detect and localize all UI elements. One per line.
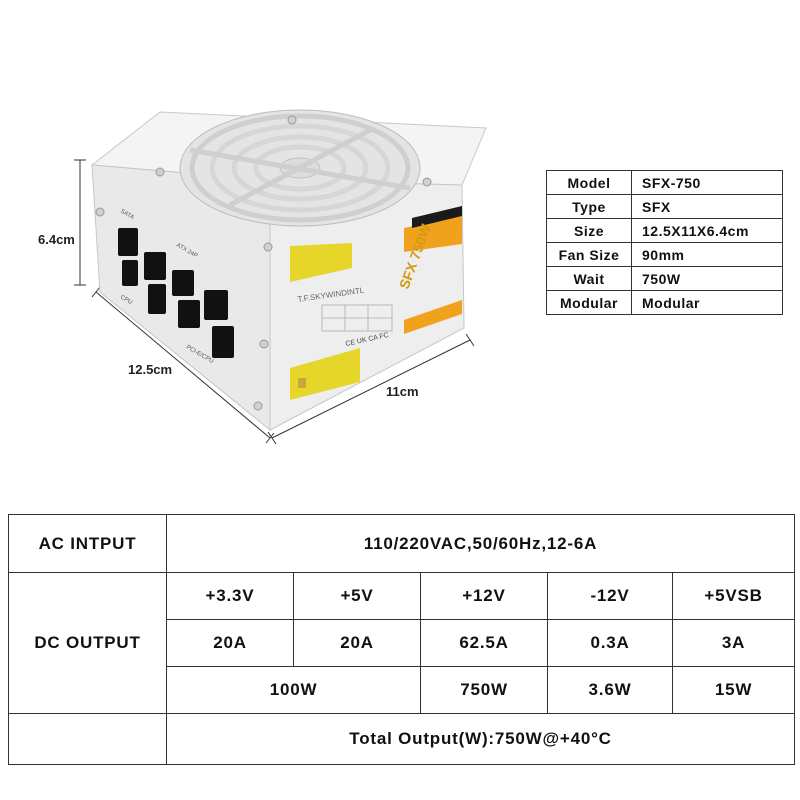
power-neg12v: 3.6W xyxy=(547,666,673,714)
rail-3v3: +3.3V xyxy=(166,572,294,620)
dimension-lines xyxy=(74,159,475,445)
label-stripe-black xyxy=(412,206,462,228)
rail-5v: +5V xyxy=(293,572,421,620)
total-output-spacer xyxy=(8,713,167,765)
ac-input-label: AC INTPUT xyxy=(8,514,167,573)
spec-key: Wait xyxy=(546,266,632,291)
spec-row-modular: Modular Modular xyxy=(546,290,783,315)
total-output-row: Total Output(W):750W@+40°C xyxy=(8,713,796,765)
spec-key: Fan Size xyxy=(546,242,632,267)
spec-row-type: Type SFX xyxy=(546,194,783,219)
label-stripe-yellow-bottom xyxy=(290,348,360,400)
total-output-value: Total Output(W):750W@+40°C xyxy=(165,713,796,765)
spec-row-wattage: Wait 750W xyxy=(546,266,783,291)
current-5vsb: 3A xyxy=(671,619,796,667)
current-12v: 62.5A xyxy=(420,619,548,667)
rail-5vsb: +5VSB xyxy=(671,572,796,620)
power-5vsb: 15W xyxy=(671,666,796,714)
spec-value: SFX-750 xyxy=(631,170,783,195)
spec-row-fan-size: Fan Size 90mm xyxy=(546,242,783,267)
height-dimension-label: 6.4cm xyxy=(38,232,75,247)
gold-badge-icon xyxy=(298,378,306,388)
fan-grill xyxy=(179,109,421,227)
power-12v: 750W xyxy=(420,666,548,714)
spec-value: SFX xyxy=(631,194,783,219)
power-output-table: AC INTPUT 110/220VAC,50/60Hz,12-6A DC OU… xyxy=(8,514,796,765)
current-5v: 20A xyxy=(293,619,421,667)
spec-key: Size xyxy=(546,218,632,243)
length-dimension-label: 12.5cm xyxy=(128,362,173,377)
spec-row-size: Size 12.5X11X6.4cm xyxy=(546,218,783,243)
spec-table: Model SFX-750 Type SFX Size 12.5X11X6.4c… xyxy=(546,170,783,315)
spec-key: Modular xyxy=(546,290,632,315)
current-3v3: 20A xyxy=(166,619,294,667)
rail-row: DC OUTPUT +3.3V +5V +12V -12V +5VSB xyxy=(8,572,796,714)
rail-12v: +12V xyxy=(420,572,548,620)
label-stripe-orange-bottom xyxy=(404,300,462,334)
connector-label-cpu: CPU xyxy=(119,295,133,307)
ac-input-row: AC INTPUT 110/220VAC,50/60Hz,12-6A xyxy=(8,514,796,573)
spec-value: Modular xyxy=(631,290,783,315)
spec-row-model: Model SFX-750 xyxy=(546,170,783,195)
spec-value: 750W xyxy=(631,266,783,291)
case-screws xyxy=(95,115,432,411)
modular-connectors xyxy=(118,228,234,358)
spec-value: 90mm xyxy=(631,242,783,267)
current-row: 20A 20A 62.5A 0.3A 3A xyxy=(9,619,796,667)
power-combined-3v3-5v: 100W xyxy=(166,666,421,714)
rail-neg12v: -12V xyxy=(547,572,673,620)
psu-illustration: T.F.SKYWINDINTL SFX 750W CE UK CA FC SAT… xyxy=(74,109,487,445)
power-row: 100W 750W 3.6W 15W xyxy=(9,666,796,714)
spec-key: Type xyxy=(546,194,632,219)
psu-product-figure: T.F.SKYWINDINTL SFX 750W CE UK CA FC SAT… xyxy=(0,0,520,470)
spec-key: Model xyxy=(546,170,632,195)
current-neg12v: 0.3A xyxy=(547,619,673,667)
label-spec-grid xyxy=(321,304,393,332)
ac-input-value: 110/220VAC,50/60Hz,12-6A xyxy=(165,514,796,573)
label-stripe-yellow xyxy=(290,243,352,282)
spec-value: 12.5X11X6.4cm xyxy=(631,218,783,243)
dc-output-label: DC OUTPUT xyxy=(8,572,167,714)
width-dimension-label: 11cm xyxy=(386,384,419,399)
